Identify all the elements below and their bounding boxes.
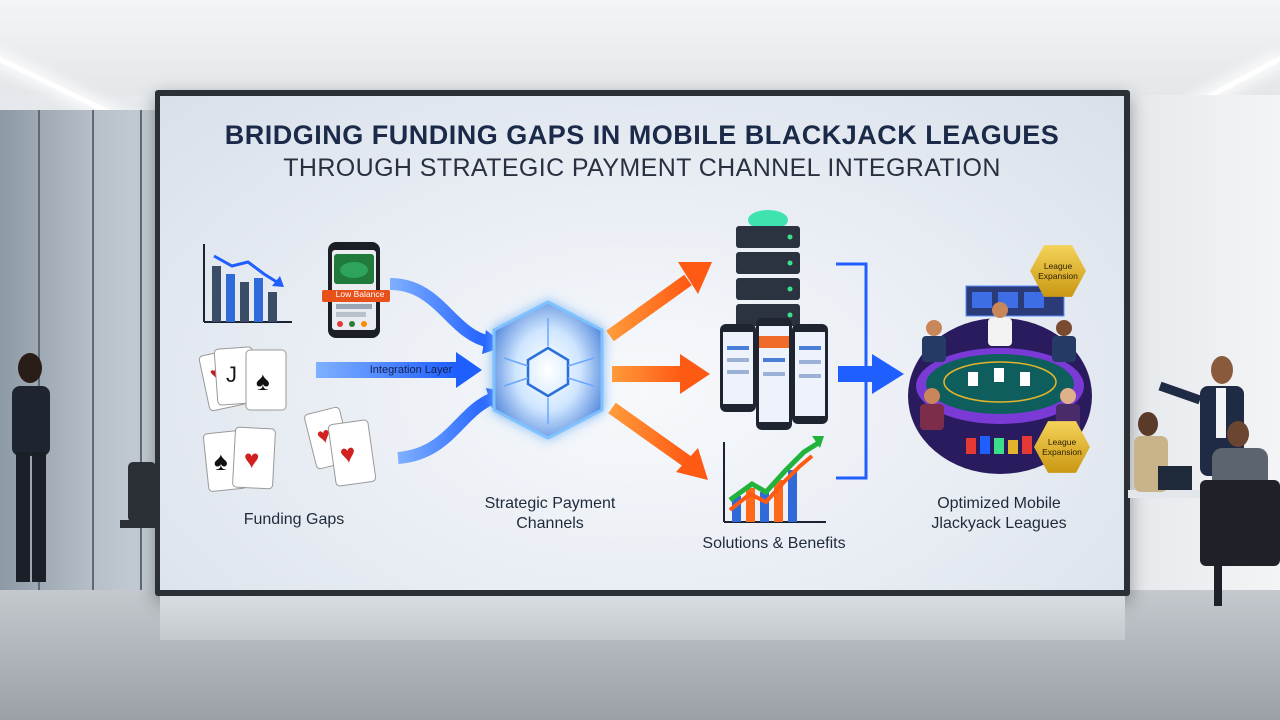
glass-wall <box>0 110 158 590</box>
svg-text:♠: ♠ <box>256 366 270 396</box>
bracket-arrow <box>836 262 904 480</box>
integration-layer-label: Integration Layer <box>369 364 453 376</box>
ceiling <box>0 0 1280 95</box>
mobile-phone-icon <box>322 242 390 338</box>
playing-cards-icon: ♥ J ♠ ♠ ♥ ♥ ♥ <box>198 346 377 492</box>
server-stack-icon <box>736 210 800 326</box>
slide-title: BRIDGING FUNDING GAPS IN MOBILE BLACKJAC… <box>224 120 1060 150</box>
glass-divider <box>92 110 94 590</box>
orange-arrows <box>606 262 712 480</box>
display-base <box>160 596 1125 640</box>
mobile-apps-icon <box>720 318 828 430</box>
solutions-benefits-label: Solutions & Benefits <box>702 535 846 552</box>
glass-divider <box>140 110 142 590</box>
low-balance-label: Low Balance <box>335 289 385 299</box>
slide-subtitle: THROUGH STRATEGIC PAYMENT CHANNEL INTEGR… <box>283 154 1001 182</box>
league-expansion-badge: League Expansion <box>1030 245 1086 297</box>
svg-text:♥: ♥ <box>244 444 259 474</box>
declining-chart-icon <box>203 244 292 323</box>
svg-text:♠: ♠ <box>214 446 228 476</box>
right-wall <box>1128 95 1280 615</box>
payment-channels-label-2: Channels <box>516 515 584 532</box>
svg-text:♥: ♥ <box>338 438 357 470</box>
funding-gaps-label: Funding Gaps <box>243 511 345 528</box>
glass-divider <box>38 110 40 590</box>
payment-channels-label-1: Strategic Payment <box>484 495 616 512</box>
svg-text:♥: ♥ <box>209 364 220 381</box>
league-expansion-badge: League Expansion <box>1034 421 1090 473</box>
optimized-leagues-label-2: Jlackyack Leagues <box>931 515 1067 532</box>
svg-text:J: J <box>226 362 237 387</box>
integration-hexagon-icon <box>492 300 604 440</box>
presentation-screen: BRIDGING FUNDING GAPS IN MOBILE BLACKJAC… <box>160 96 1124 590</box>
optimized-leagues-label-1: Optimized Mobile <box>937 495 1061 512</box>
growth-chart-icon <box>723 436 826 523</box>
